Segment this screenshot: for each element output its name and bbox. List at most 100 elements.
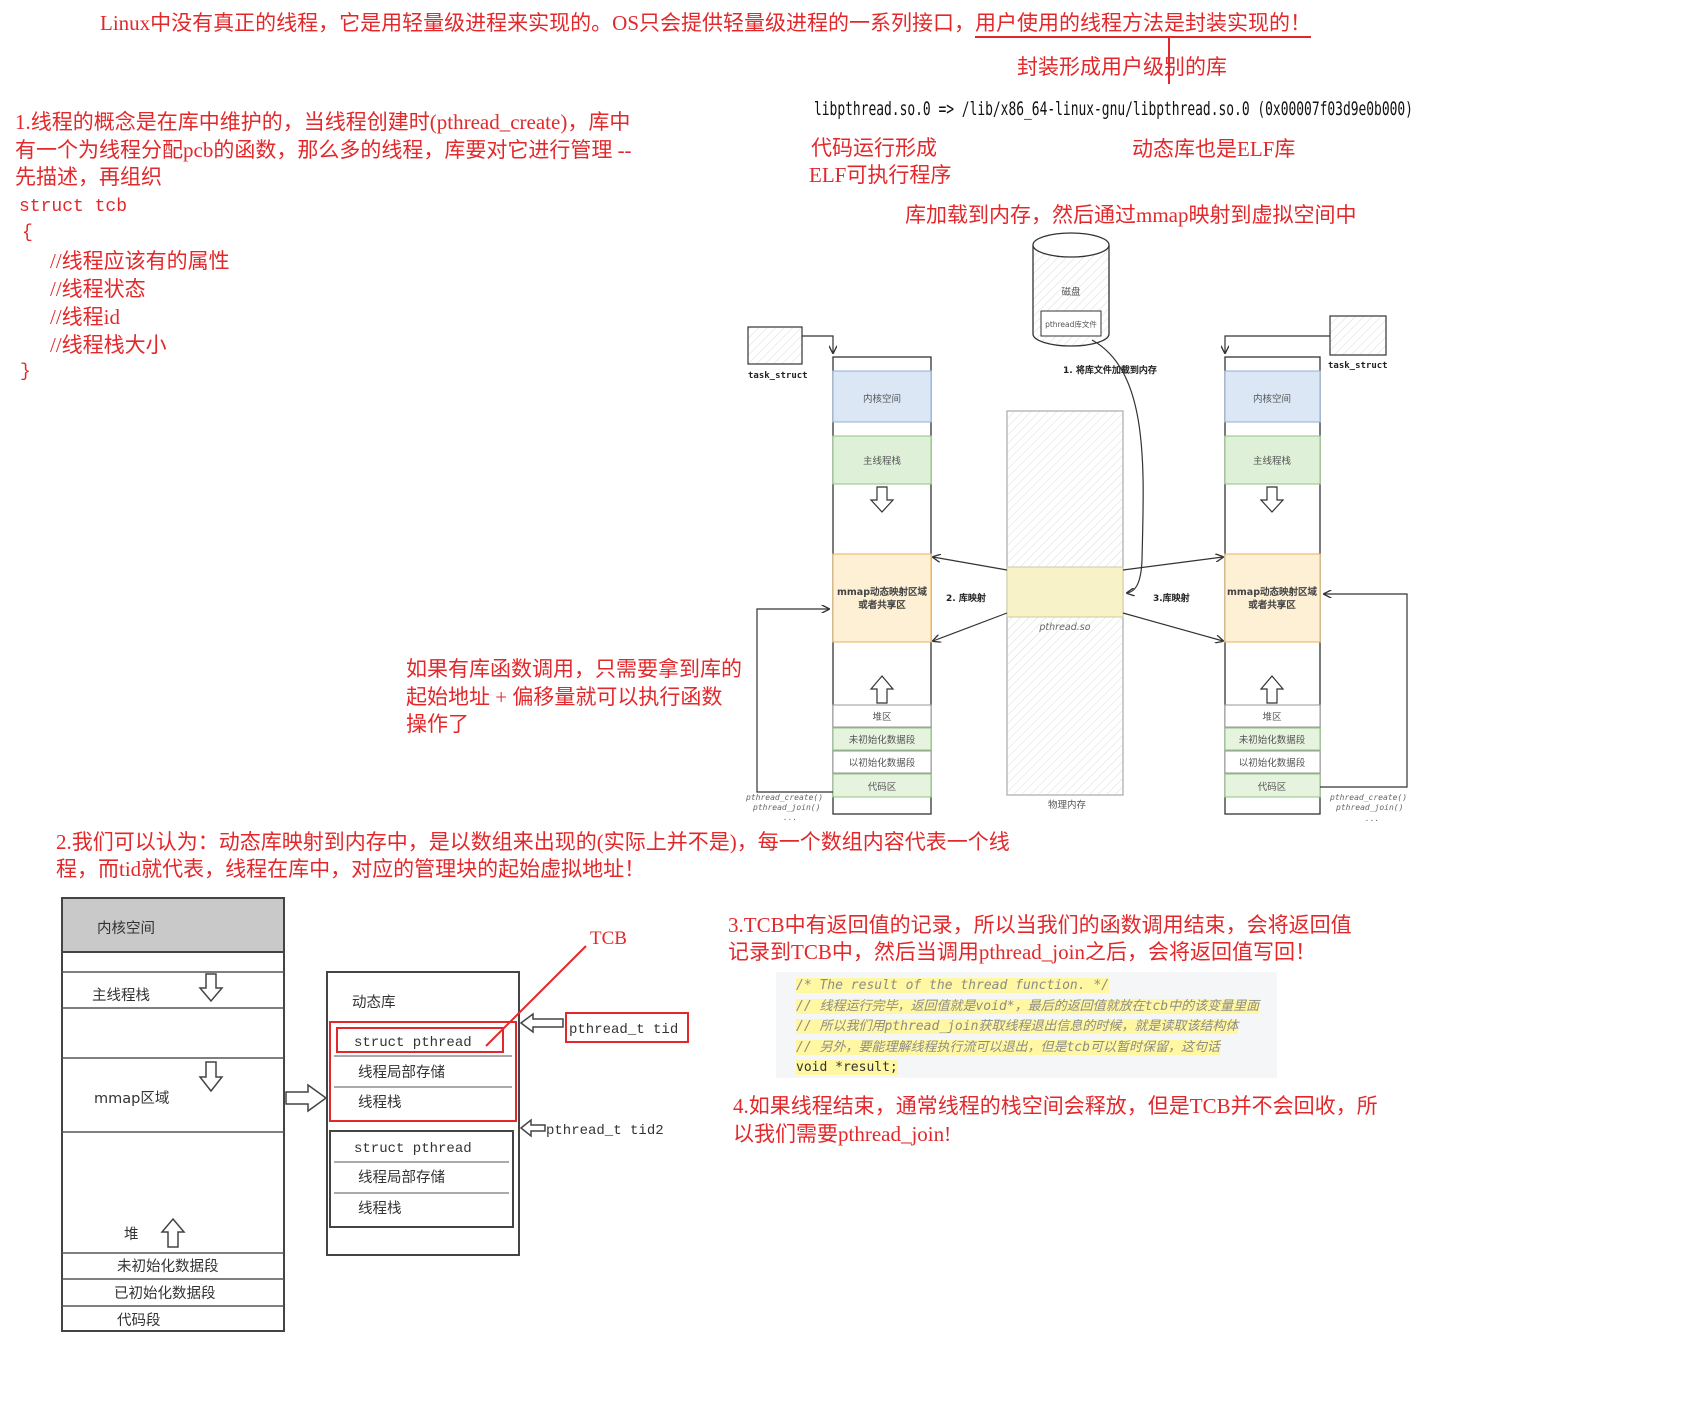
heap-segment <box>832 704 932 728</box>
task-struct-box <box>747 326 803 365</box>
mmap-segment <box>832 553 932 643</box>
data-label: 以初始化数据段 <box>849 757 916 769</box>
tcb-comment-stack: //线程栈大小 <box>50 333 167 357</box>
task-struct-link <box>1225 335 1330 353</box>
section2-line-1: 2.我们可以认为：动态库映射到内存中，是以数组来出现的(实际上并不是)，每一个数… <box>56 830 1010 854</box>
tcb-block-2 <box>329 1130 514 1228</box>
offset-note-line-3: 操作了 <box>406 712 469 736</box>
address-space-diagram: 内核空间 主线程栈 mmap区域 堆 未初始化数据段 已初始化数据段 代码段 动… <box>61 897 689 1332</box>
phys-mem-label: 物理内存 <box>1048 799 1087 811</box>
vm-data-label: 已初始化数据段 <box>114 1285 216 1302</box>
code-snippet: /* The result of the thread function. */… <box>776 972 1277 1078</box>
code-line: // 线程运行完毕，返回值就是void*，最后的返回值就放在tcb中的该变量里面 <box>776 996 1277 1017</box>
section3-line-1: 3.TCB中有返回值的记录，所以当我们的函数调用结束，会将返回值 <box>728 913 1352 937</box>
title-emphasis: 用户使用的线程方法是封装实现的！ <box>975 11 1312 38</box>
vm-main-stack-label: 主线程栈 <box>92 987 150 1004</box>
data-segment <box>1224 750 1321 774</box>
mmap-label-1: mmap动态映射区域 <box>837 586 928 598</box>
wrap-note: 封装形成用户级别的库 <box>1017 55 1227 79</box>
block1-stack: 线程栈 <box>358 1094 402 1111</box>
vm-bss-label: 未初始化数据段 <box>117 1258 219 1275</box>
section2-line-2: 程，而tid就代表，线程在库中，对应的管理块的起始虚拟地址！ <box>56 857 646 881</box>
arrow-left-icon <box>519 1118 546 1138</box>
disk-label: 磁盘 <box>1061 286 1081 298</box>
text-segment <box>832 773 932 798</box>
call-join: pthread_join() <box>1335 803 1403 812</box>
main-stack-segment <box>1224 435 1321 485</box>
vm-text-label: 代码段 <box>117 1312 161 1329</box>
arrow-up-icon <box>1259 675 1285 704</box>
title-lead: Linux中没有真正的线程，它是用轻量级进程来实现的。OS只会提供轻量级进程的一… <box>100 11 976 35</box>
code-line: void *result; <box>776 1057 1277 1078</box>
block2-tls: 线程局部存储 <box>358 1169 445 1186</box>
kernel-label: 内核空间 <box>1253 393 1291 405</box>
task-struct-link <box>802 335 833 353</box>
code-line: /* The result of the thread function. */ <box>776 975 1277 996</box>
vm-column <box>61 897 285 1332</box>
code-comment: // 线程运行完毕，返回值就是void*，最后的返回值就放在tcb中的该变量里面 <box>796 998 1260 1014</box>
call-more: ... <box>783 813 797 822</box>
branch-line <box>1168 38 1170 84</box>
dynamic-library-title: 动态库 <box>352 994 396 1011</box>
phys-lib-label: pthread.so <box>1038 622 1090 633</box>
dynamic-library-box <box>326 971 520 1256</box>
vm-heap-label: 堆 <box>124 1226 139 1243</box>
disk-and-memory: 磁盘 pthread库文件 1. 将库文件加载到内存 pthread.so 物理… <box>933 232 1223 811</box>
tcb-label: TCB <box>590 928 627 949</box>
map-arrow-left-top <box>933 557 1008 571</box>
main-stack-label: 主线程栈 <box>863 455 902 467</box>
kernel-segment <box>832 370 932 423</box>
tcb-open-brace: { <box>22 223 33 243</box>
arrow-up-icon <box>160 1217 186 1248</box>
arrow-down-icon <box>1259 486 1285 513</box>
mmap-label-2: 或者共享区 <box>858 599 906 611</box>
phys-lib-segment <box>1006 566 1124 618</box>
code-comment: // 另外，要能理解线程执行流可以退出，但是tcb可以暂时保留，这句话 <box>796 1039 1220 1055</box>
bss-label: 未初始化数据段 <box>849 734 916 746</box>
bss-segment <box>832 727 932 751</box>
arrow-left-icon <box>519 1012 564 1034</box>
code-line: // 所以我们用pthread_join获取线程退出信息的时候，就是读取该结构体 <box>776 1016 1277 1037</box>
tcb-block-1 <box>329 1021 517 1122</box>
lib-file-box <box>1040 310 1102 337</box>
kernel-label: 内核空间 <box>863 393 901 405</box>
map-arrow-right-top <box>1122 557 1223 571</box>
mmap-label-1: mmap动态映射区域 <box>1227 586 1318 598</box>
tid2-label: pthread_t tid2 <box>546 1123 664 1139</box>
call-create: pthread_create() <box>1329 793 1407 802</box>
process-a: task_struct 内核空间 主线程栈 mmap动态映射区域 或者共享区 堆… <box>745 326 932 822</box>
main-stack-segment <box>832 435 932 485</box>
task-struct-label: task_struct <box>748 371 808 381</box>
section4-line-1: 4.如果线程结束，通常线程的栈空间会释放，但是TCB并不会回收，所 <box>733 1094 1378 1118</box>
offset-note-line-1: 如果有库函数调用，只需要拿到库的 <box>406 657 742 681</box>
mmap-load-note: 库加载到内存，然后通过mmap映射到虚拟空间中 <box>905 203 1357 227</box>
section3-line-2: 记录到TCB中，然后当调用pthread_join之后，会将返回值写回！ <box>728 940 1316 964</box>
call-loop <box>1320 594 1408 788</box>
step-map-left-label: 2. 库映射 <box>946 592 986 604</box>
section1-line-2: 有一个为线程分配pcb的函数，那么多的线程，库要对它进行管理 -- <box>15 138 632 162</box>
tcb-comment-id: //线程id <box>50 305 121 329</box>
code-comment: // 所以我们用pthread_join获取线程退出信息的时候，就是读取该结构体 <box>796 1019 1239 1035</box>
code-line: // 另外，要能理解线程执行流可以退出，但是tcb可以暂时保留，这句话 <box>776 1037 1277 1058</box>
block1-tcb: struct pthread <box>354 1035 472 1051</box>
heap-label: 堆区 <box>872 712 892 723</box>
call-loop <box>756 609 833 793</box>
block2-stack: 线程栈 <box>358 1200 402 1217</box>
arrow-down-icon <box>869 486 895 513</box>
load-arrow <box>1091 339 1144 593</box>
map-arrow-left-bottom <box>933 612 1008 641</box>
bss-label: 未初始化数据段 <box>1239 734 1306 746</box>
step-map-right-label: 3.库映射 <box>1153 592 1190 604</box>
map-arrow-right-bottom <box>1122 612 1223 641</box>
task-struct-box <box>1329 315 1387 356</box>
elf-lib-note: 动态库也是ELF库 <box>1132 137 1296 161</box>
heap-segment <box>1224 704 1321 728</box>
data-segment <box>832 750 932 774</box>
text-segment <box>1224 773 1321 798</box>
block2-tcb: struct pthread <box>354 1141 472 1157</box>
task-struct-label: task_struct <box>1328 361 1388 371</box>
elf-exec-line-1: 代码运行形成 <box>811 136 937 160</box>
tcb-struct-decl: struct tcb <box>19 197 128 217</box>
arrow-down-icon <box>198 973 224 1003</box>
